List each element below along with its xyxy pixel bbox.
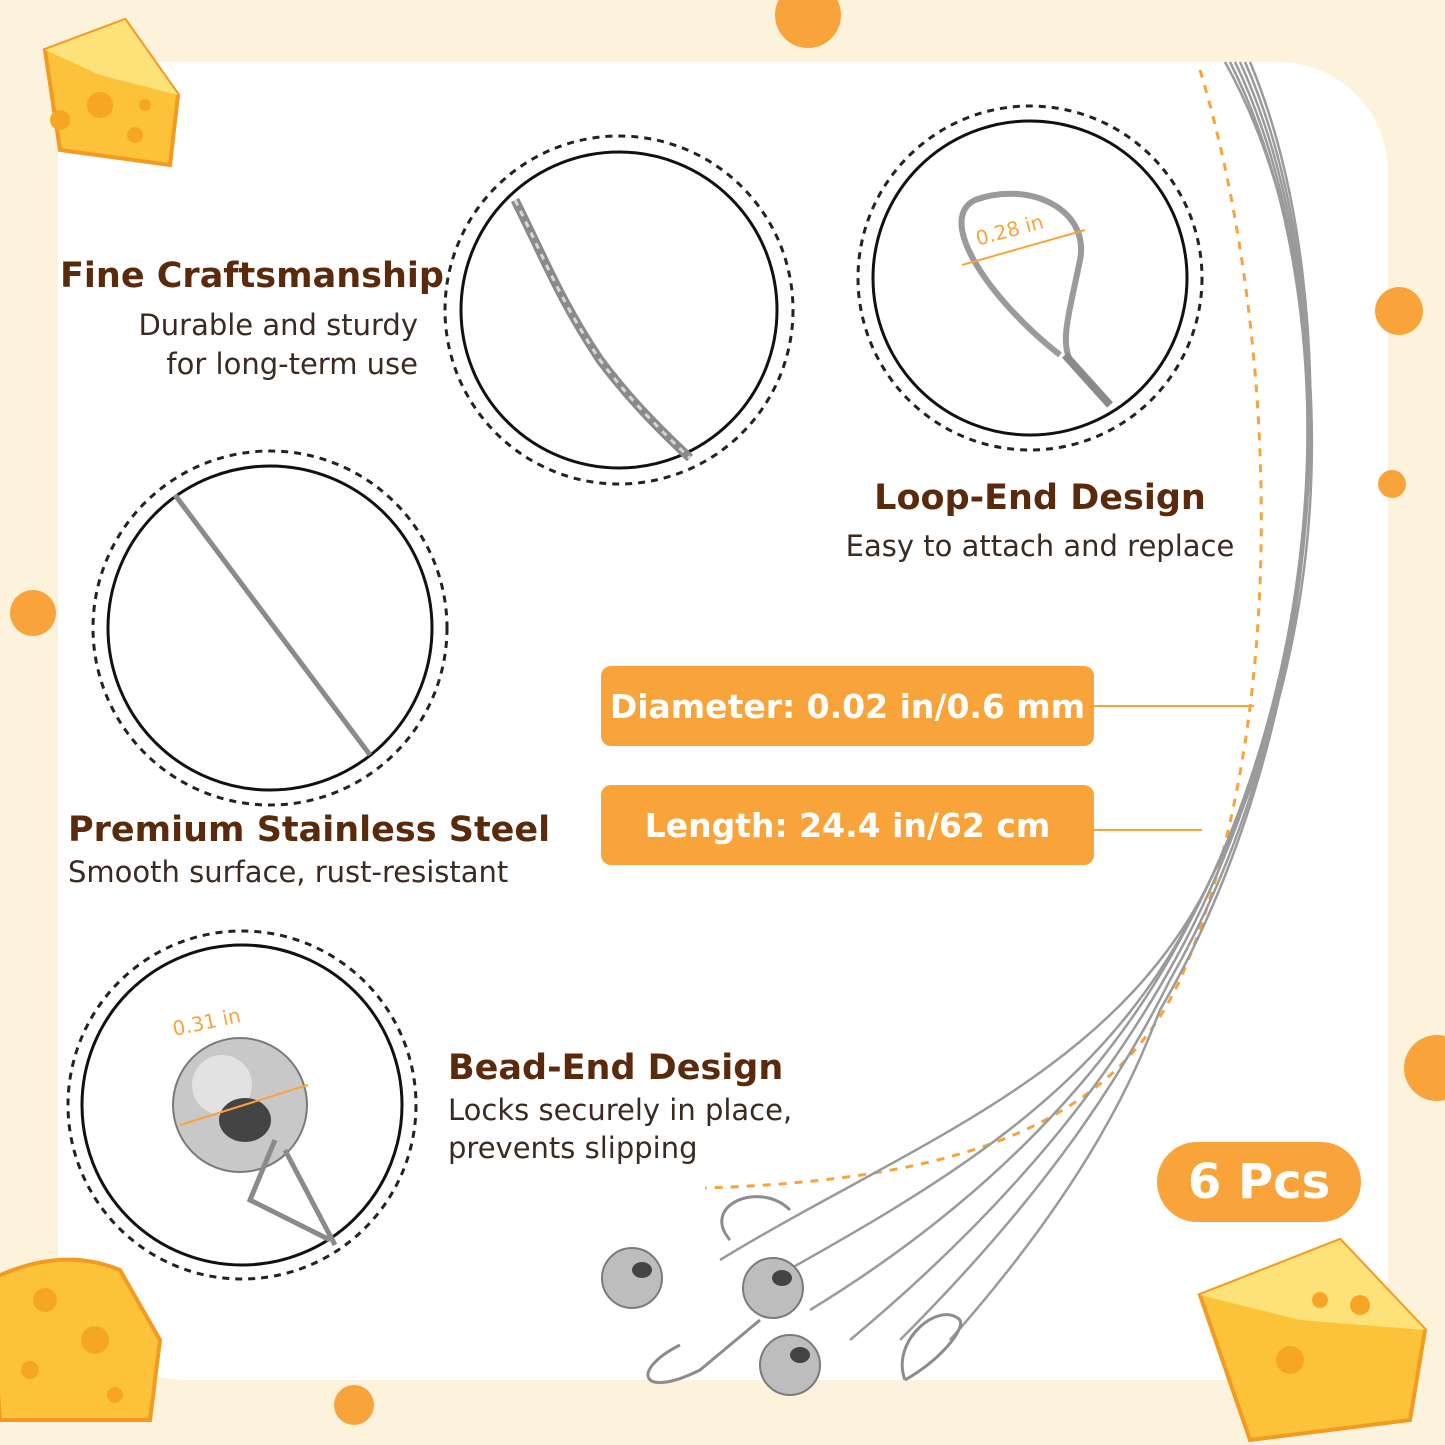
steel-line1: Smooth surface, rust-resistant <box>68 855 509 889</box>
loop-end-title: Loop-End Design <box>874 478 1206 518</box>
loop-end-detail-circle <box>856 104 1204 452</box>
bead-end-line2: prevents slipping <box>448 1131 698 1165</box>
wire-loop-icon <box>646 1195 963 1385</box>
decor-dot <box>1378 470 1406 498</box>
cheese-icon <box>42 17 181 168</box>
diameter-pointer-line <box>1094 705 1254 707</box>
craftsmanship-title: Fine Craftsmanship <box>60 256 444 296</box>
bead-icon <box>601 1247 821 1396</box>
craftsmanship-line2: for long-term use <box>166 347 418 381</box>
decor-dot <box>334 1385 374 1425</box>
bead-end-title: Bead-End Design <box>448 1048 784 1088</box>
craftsmanship-line1: Durable and sturdy <box>138 308 418 342</box>
length-pointer-line <box>1094 829 1202 831</box>
bead-end-line1: Locks securely in place, <box>448 1093 793 1127</box>
quantity-badge: 6 Pcs <box>1157 1142 1361 1222</box>
cheese-icon <box>0 1257 163 1422</box>
loop-end-line1: Easy to attach and replace <box>845 529 1235 563</box>
steel-detail-circle <box>91 449 449 807</box>
bead-end-detail-circle <box>66 929 418 1281</box>
steel-title: Premium Stainless Steel <box>68 810 551 850</box>
wire-bundle <box>719 61 1314 1341</box>
craftsmanship-detail-circle <box>443 134 795 486</box>
cheese-icon <box>1197 1237 1428 1443</box>
decor-dot <box>1375 287 1423 335</box>
diameter-spec-badge: Diameter: 0.02 in/0.6 mm <box>601 666 1094 746</box>
decor-dot <box>10 590 56 636</box>
length-spec-badge: Length: 24.4 in/62 cm <box>601 785 1094 865</box>
guide-arc <box>704 69 1263 1190</box>
